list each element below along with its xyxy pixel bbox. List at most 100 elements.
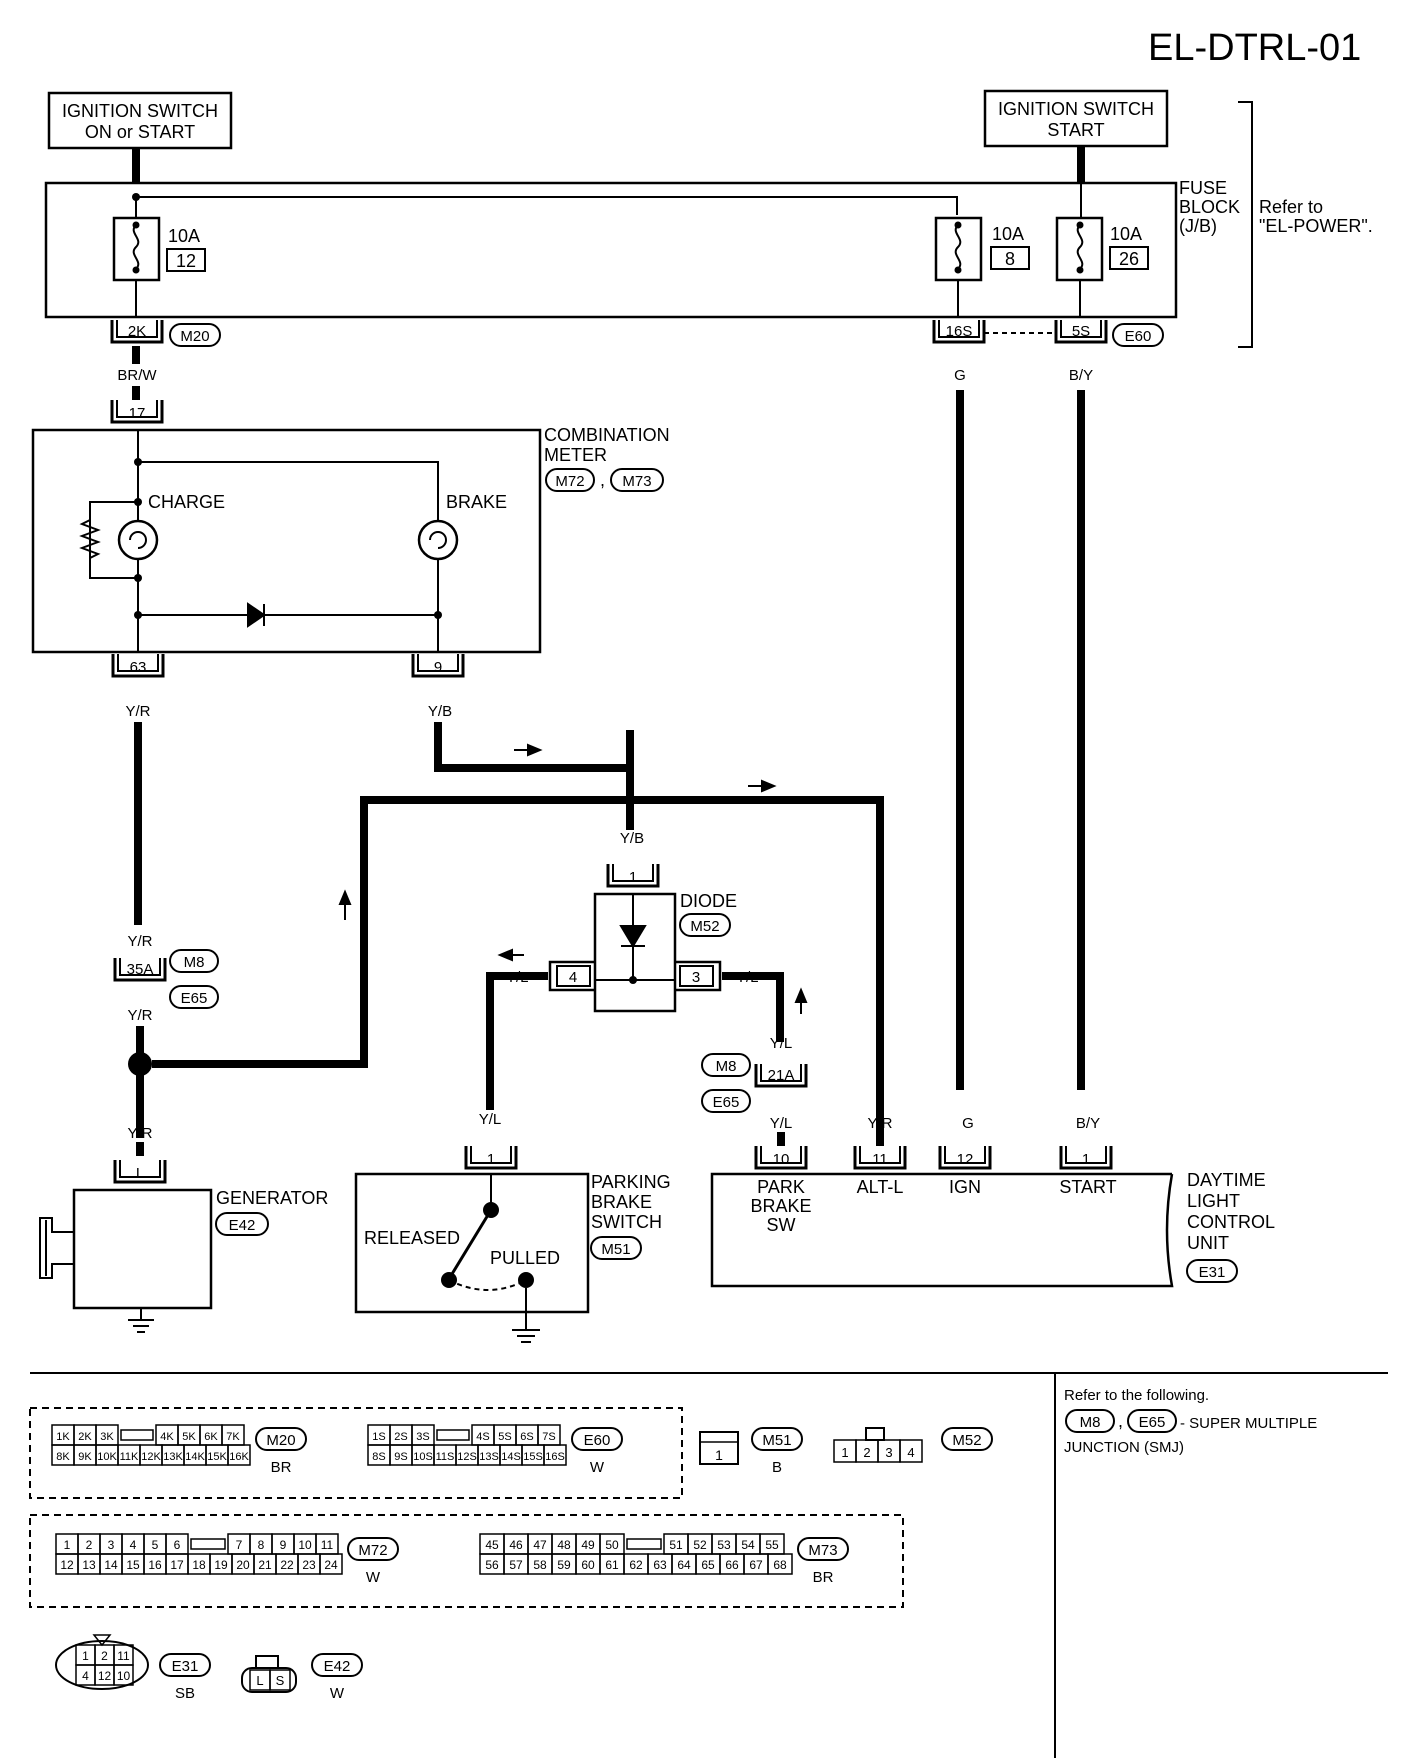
m51-tag: [751, 1427, 803, 1451]
e60-pin-label: 7S: [542, 1431, 555, 1443]
wire-yr-3: Y/R: [127, 1007, 152, 1024]
svg-text:IGNITION SWITCH: IGNITION SWITCH: [998, 99, 1154, 119]
m52-name: M52: [952, 1432, 981, 1449]
ignition-switch-on-start: IGNITION SWITCH ON or START: [47, 91, 233, 150]
svg-text:M8: M8: [716, 1058, 737, 1075]
e60-color: W: [590, 1459, 605, 1476]
e60-name: E60: [584, 1432, 611, 1449]
m73-pin-label: 52: [693, 1538, 707, 1552]
m20-key: [120, 1429, 154, 1441]
svg-text:METER: METER: [544, 445, 607, 465]
svg-text:M8: M8: [184, 954, 205, 971]
svg-text:DAYTIME: DAYTIME: [1187, 1170, 1266, 1190]
wire-yr-1: Y/R: [125, 703, 150, 720]
svg-text:21A: 21A: [768, 1067, 795, 1084]
m73-pin-label: 61: [605, 1558, 619, 1572]
e31-pin-label: 1: [82, 1649, 89, 1663]
m73-pin-label: 58: [533, 1558, 547, 1572]
svg-text:35A: 35A: [127, 961, 154, 978]
svg-text:16S: 16S: [946, 323, 973, 340]
m20-pin-label: 3K: [100, 1431, 114, 1443]
wire-yl-3: Y/L: [736, 969, 759, 986]
m20-pin-label: 10K: [97, 1451, 117, 1463]
e31-color: SB: [175, 1685, 195, 1702]
m72-pin-label: 4: [130, 1538, 137, 1552]
svg-text:,: ,: [600, 470, 605, 490]
m73-pin-label: 51: [669, 1538, 683, 1552]
m20-name: M20: [266, 1432, 295, 1449]
page-id: EL-DTRL-01: [1148, 27, 1361, 69]
svg-text:17: 17: [129, 405, 146, 422]
e60-pin-label: 6S: [520, 1431, 533, 1443]
m72-pin-label: 1: [64, 1538, 71, 1552]
m73-pin-label: 60: [581, 1558, 595, 1572]
m72-pin-label: 22: [280, 1558, 294, 1572]
svg-text:10A: 10A: [168, 226, 200, 246]
m20-tag: [255, 1427, 307, 1451]
m52-pin: [899, 1439, 923, 1463]
e31-pin-label: 2: [101, 1649, 108, 1663]
svg-text:COMBINATION: COMBINATION: [544, 425, 670, 445]
e60-pin-label: 15S: [523, 1451, 543, 1463]
m73-pin-label: 55: [765, 1538, 779, 1552]
m72-pin-label: 15: [126, 1558, 140, 1572]
svg-text:Refer to: Refer to: [1259, 197, 1323, 217]
m52-tag: [941, 1427, 993, 1451]
e60-pin-label: 8S: [372, 1451, 385, 1463]
m52-pin-label: 4: [907, 1445, 914, 1460]
svg-text:BRAKE: BRAKE: [750, 1196, 811, 1216]
m20-pin-label: 7K: [226, 1431, 240, 1443]
svg-text:10A: 10A: [1110, 224, 1142, 244]
m20-pin-label: 8K: [56, 1451, 70, 1463]
e60-pin-label: 4S: [476, 1431, 489, 1443]
m20-pin-label: 9K: [78, 1451, 92, 1463]
svg-text:CONTROL: CONTROL: [1187, 1212, 1275, 1232]
m72-pin-label: 12: [60, 1558, 74, 1572]
svg-text:2K: 2K: [128, 323, 146, 340]
svg-text:1: 1: [629, 869, 637, 886]
svg-text:JUNCTION (SMJ): JUNCTION (SMJ): [1064, 1439, 1184, 1456]
svg-text:SWITCH: SWITCH: [591, 1212, 662, 1232]
svg-text:"EL-POWER".: "EL-POWER".: [1259, 216, 1373, 236]
e42-housing: [241, 1667, 297, 1693]
wire-yr-5: Y/R: [867, 1115, 892, 1132]
svg-text:DIODE: DIODE: [680, 891, 737, 911]
e31-pin-label: 11: [117, 1649, 130, 1663]
m51-name: M51: [762, 1432, 791, 1449]
svg-text:(J/B): (J/B): [1179, 216, 1217, 236]
m72-pin-label: 14: [104, 1558, 118, 1572]
e31-pin-label: 10: [117, 1669, 131, 1683]
m72-color: W: [366, 1569, 381, 1586]
m51-housing: [699, 1431, 739, 1465]
svg-text:Refer to the following.: Refer to the following.: [1064, 1387, 1209, 1404]
m52-key: [865, 1427, 885, 1441]
m72-pin-label: 3: [108, 1538, 115, 1552]
svg-text:CHARGE: CHARGE: [148, 492, 225, 512]
svg-text:E42: E42: [229, 1217, 256, 1234]
wire-yl-1: Y/L: [506, 969, 529, 986]
svg-text:E60: E60: [1125, 328, 1152, 345]
svg-text:3: 3: [692, 969, 700, 986]
svg-text:M72: M72: [555, 473, 584, 490]
m73-pin-label: 57: [509, 1558, 523, 1572]
diode-unit: 1 DIODE M52 4 3: [548, 862, 737, 1013]
svg-text:26: 26: [1119, 249, 1139, 269]
wire-yl-2: Y/L: [479, 1111, 502, 1128]
m51-color: B: [772, 1459, 782, 1476]
m73-pin-label: 67: [749, 1558, 763, 1572]
svg-text:M8: M8: [1080, 1414, 1101, 1431]
m72-pin-label: 20: [236, 1558, 250, 1572]
e42-pin-label: S: [276, 1673, 285, 1688]
m20-pin-label: 12K: [141, 1451, 161, 1463]
fuse-8: 10A 8: [934, 216, 1030, 282]
wire-by-top: B/Y: [1069, 367, 1093, 384]
m72-pin-label: 10: [298, 1538, 312, 1552]
e31-pin-label: 4: [82, 1669, 89, 1683]
connector-16s: 16S: [932, 318, 986, 344]
m20-pin-label: 11K: [120, 1451, 139, 1463]
e60-key: [436, 1429, 470, 1441]
svg-text:BLOCK: BLOCK: [1179, 197, 1240, 217]
e31-pin-label: 12: [98, 1669, 112, 1683]
svg-text:FUSE: FUSE: [1179, 178, 1227, 198]
svg-text:M73: M73: [622, 473, 651, 490]
